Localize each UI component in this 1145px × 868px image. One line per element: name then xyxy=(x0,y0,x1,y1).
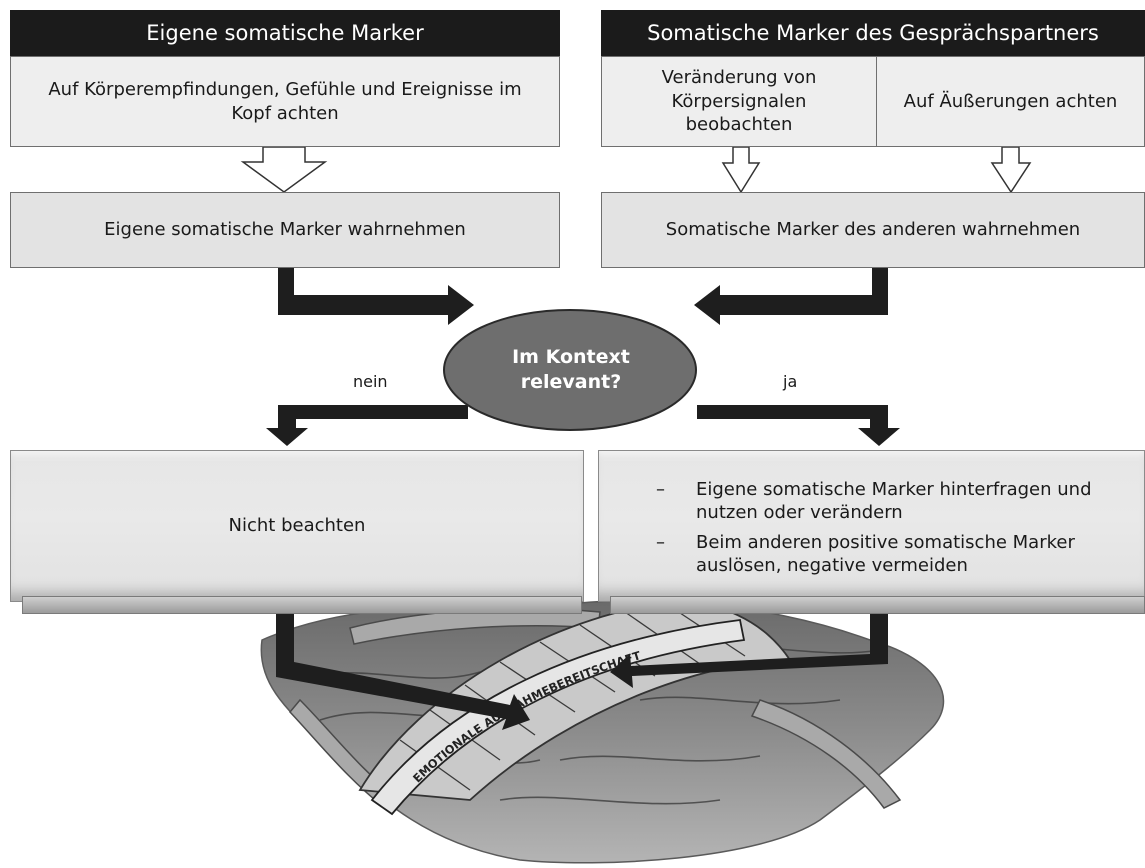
bridge-rail xyxy=(370,619,746,816)
hollow-arrow-down xyxy=(990,146,1032,194)
outcome-no-text: Nicht beachten xyxy=(228,515,366,536)
log xyxy=(750,699,902,809)
decision-question-text: Im Kontext relevant? xyxy=(512,346,630,393)
box-attention-own: Auf Körperempfindungen, Gefühle und Erei… xyxy=(10,56,560,147)
stone-not-relevant xyxy=(10,450,584,602)
stone-relevant-text: Eigene somatische Marker hinterfragen un… xyxy=(656,478,1116,584)
header-own-markers-label: Eigene somatische Marker xyxy=(146,21,424,45)
header-partner-markers: Somatische Marker des Gesprächspartners xyxy=(601,10,1145,56)
box-statements: Auf Äußerungen achten xyxy=(876,56,1145,147)
label-no: nein xyxy=(353,372,388,391)
box-perceive-own: Eigene somatische Marker wahrnehmen xyxy=(10,192,560,268)
box-attention-own-text: Auf Körperempfindungen, Gefühle und Erei… xyxy=(48,79,522,124)
arrow-yes-branch xyxy=(697,405,900,446)
hollow-arrow-down xyxy=(240,146,328,193)
stone-not-relevant-text: Nicht beachten xyxy=(10,514,584,537)
box-perceive-partner-text: Somatische Marker des anderen wahrnehmen xyxy=(665,219,1081,241)
arrow-no-branch xyxy=(266,405,468,446)
label-yes: ja xyxy=(783,372,798,391)
header-partner-markers-label: Somatische Marker des Gesprächspartners xyxy=(647,21,1099,45)
outcome-yes-item: Beim anderen positive somatische Marker … xyxy=(656,531,1116,578)
box-body-signals: Veränderung von Körpersignalen beobachte… xyxy=(601,56,877,147)
outcome-yes-list: Eigene somatische Marker hinterfragen un… xyxy=(656,478,1116,578)
stone-relevant-edge xyxy=(610,596,1145,614)
arrow-yes-to-bridge xyxy=(610,614,888,688)
box-perceive-own-text: Eigene somatische Marker wahrnehmen xyxy=(104,219,466,241)
outcome-yes-item: Eigene somatische Marker hinterfragen un… xyxy=(656,478,1116,525)
box-body-signals-text: Veränderung von Körpersignalen beobachte… xyxy=(661,67,817,136)
arrow-right-to-decision xyxy=(694,268,888,325)
decision-question: Im Kontext relevant? xyxy=(445,330,697,410)
box-statements-text: Auf Äußerungen achten xyxy=(903,90,1118,112)
header-own-markers: Eigene somatische Marker xyxy=(10,10,560,56)
box-perceive-partner: Somatische Marker des anderen wahrnehmen xyxy=(601,192,1145,268)
arrow-left-to-decision xyxy=(278,268,474,325)
hollow-arrow-down xyxy=(721,146,761,194)
arrow-no-to-bridge xyxy=(276,614,530,730)
decision-ellipse xyxy=(443,309,697,431)
stone-not-relevant-edge xyxy=(22,596,582,614)
